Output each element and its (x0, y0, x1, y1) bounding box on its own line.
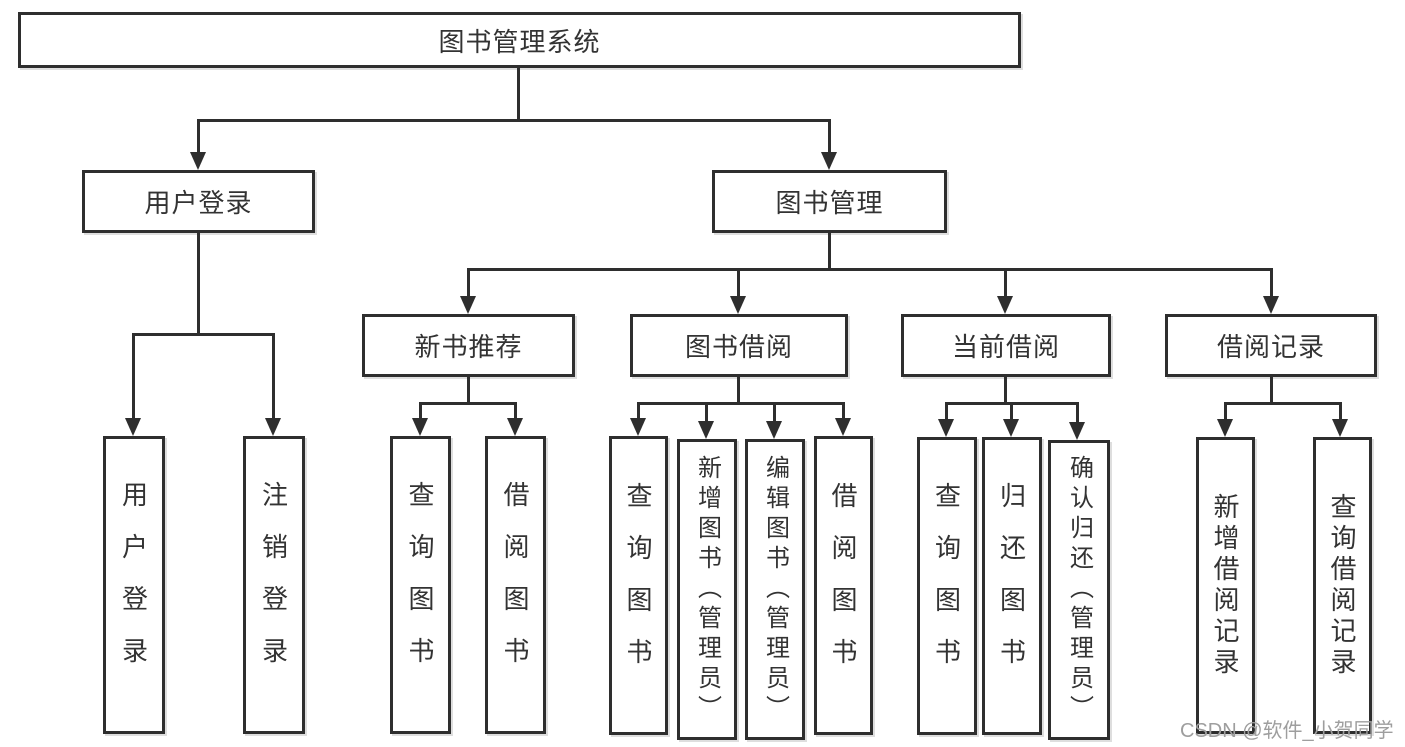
connector-line (272, 333, 275, 420)
connector-line (132, 333, 275, 336)
connector-line (197, 119, 200, 155)
arrowhead-down-icon (766, 421, 782, 439)
connector-line (1010, 402, 1013, 422)
leaf-user-login: 用户登录 (103, 436, 165, 734)
arrowhead-down-icon (507, 418, 523, 436)
arrowhead-down-icon (938, 419, 954, 437)
arrowhead-down-icon (125, 418, 141, 436)
node-current-borrow: 当前借阅 (901, 314, 1111, 377)
node-library-management-system: 图书管理系统 (18, 12, 1021, 68)
arrowhead-down-icon (1003, 419, 1019, 437)
leaf-query-books-borrow: 查询图书 (609, 436, 668, 735)
connector-line (1270, 268, 1273, 298)
node-book-management: 图书管理 (712, 170, 947, 233)
arrowhead-down-icon (1217, 419, 1233, 437)
arrowhead-down-icon (460, 296, 476, 314)
arrowhead-down-icon (630, 418, 646, 436)
leaf-return-book: 归还图书 (982, 437, 1042, 735)
node-borrow-records: 借阅记录 (1165, 314, 1377, 377)
connector-line (1339, 402, 1342, 422)
connector-line (773, 402, 776, 422)
connector-line (419, 402, 517, 405)
leaf-query-borrow-record: 查询借阅记录 (1313, 437, 1372, 734)
connector-line (1004, 268, 1007, 298)
connector-line (1224, 402, 1227, 422)
connector-line (1224, 402, 1342, 405)
leaf-query-books-recommend: 查询图书 (390, 436, 451, 734)
csdn-watermark: CSDN @软件_小贺同学 (1180, 720, 1394, 742)
arrowhead-down-icon (265, 418, 281, 436)
connector-line (467, 268, 1273, 271)
leaf-query-books-current: 查询图书 (917, 437, 977, 735)
arrowhead-down-icon (997, 296, 1013, 314)
leaf-borrow-books: 借阅图书 (814, 436, 873, 735)
connector-line (705, 402, 708, 422)
arrowhead-down-icon (1332, 419, 1348, 437)
connector-line (517, 67, 520, 121)
connector-line (637, 402, 640, 422)
connector-line (419, 402, 422, 422)
connector-line (737, 268, 740, 298)
arrowhead-down-icon (190, 152, 206, 170)
connector-line (828, 119, 831, 155)
arrowhead-down-icon (835, 418, 851, 436)
leaf-borrow-books-recommend: 借阅图书 (485, 436, 546, 734)
arrowhead-down-icon (412, 418, 428, 436)
connector-line (467, 268, 470, 298)
arrowhead-down-icon (730, 296, 746, 314)
connector-line (842, 402, 845, 422)
connector-line (467, 377, 470, 404)
leaf-add-book-admin: 新增图书（管理员） (677, 439, 737, 740)
connector-line (1076, 402, 1079, 422)
node-book-borrow: 图书借阅 (630, 314, 848, 377)
arrowhead-down-icon (1263, 296, 1279, 314)
connector-line (197, 119, 831, 122)
leaf-confirm-return-admin: 确认归还（管理员） (1048, 440, 1110, 740)
connector-line (514, 402, 517, 422)
connector-line (945, 402, 948, 422)
connector-line (1270, 377, 1273, 404)
leaf-edit-book-admin: 编辑图书（管理员） (745, 439, 805, 740)
connector-line (1004, 377, 1007, 404)
connector-line (637, 402, 845, 405)
arrowhead-down-icon (1069, 422, 1085, 440)
node-new-book-recommend: 新书推荐 (362, 314, 575, 377)
leaf-logout: 注销登录 (243, 436, 305, 734)
connector-line (132, 333, 135, 420)
connector-line (828, 233, 831, 271)
arrowhead-down-icon (821, 152, 837, 170)
leaf-add-borrow-record: 新增借阅记录 (1196, 437, 1255, 734)
connector-line (737, 377, 740, 404)
node-user-login: 用户登录 (82, 170, 315, 233)
arrowhead-down-icon (698, 421, 714, 439)
connector-line (197, 233, 200, 335)
